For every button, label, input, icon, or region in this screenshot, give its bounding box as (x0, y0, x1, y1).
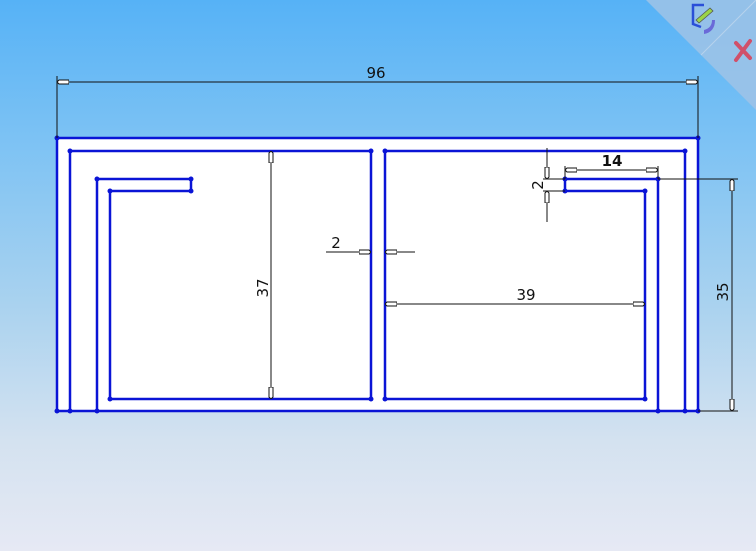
dimension-lip-length[interactable] (564, 166, 659, 179)
sketch-profile[interactable] (55, 136, 700, 413)
left-channel[interactable] (68, 149, 373, 411)
right-channel[interactable] (383, 149, 687, 411)
dim-label-14[interactable]: 14 (602, 152, 623, 170)
dimension-overall-width[interactable] (56, 76, 699, 138)
dim-label-39[interactable]: 39 (516, 286, 535, 304)
cancel-icon[interactable] (734, 39, 752, 62)
exit-sketch-icon[interactable] (691, 3, 715, 34)
dim-label-96[interactable]: 96 (366, 64, 385, 82)
dim-label-gap[interactable]: 2 (331, 234, 341, 252)
outer-rectangle[interactable] (55, 136, 700, 413)
dimension-right-height[interactable] (658, 178, 738, 412)
sketch-profile-area (57, 138, 698, 411)
sketch-points (54, 135, 701, 414)
dim-label-37[interactable]: 37 (254, 278, 272, 297)
dim-label-35[interactable]: 35 (714, 282, 732, 301)
dimension-lip-thickness[interactable] (543, 148, 565, 222)
confirmation-corner (646, 0, 756, 110)
dim-label-lip[interactable]: 2 (529, 180, 547, 190)
